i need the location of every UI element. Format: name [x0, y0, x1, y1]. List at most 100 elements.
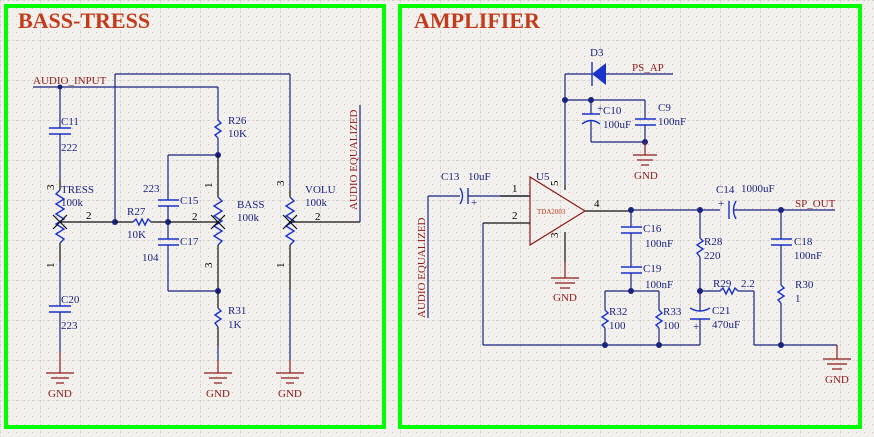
- gnd-symbol: [551, 277, 579, 289]
- gnd-symbol: [204, 372, 232, 384]
- r30-value: 1: [795, 293, 801, 305]
- tress-pin1: 1: [45, 263, 57, 269]
- c21-polarity: +: [693, 321, 699, 333]
- u5-pin1: 1: [512, 183, 518, 195]
- r28-resistor: [695, 237, 705, 258]
- c15-ref: C15: [180, 195, 199, 207]
- c14-ref: C14: [716, 184, 735, 196]
- tress-potentiometer[interactable]: [54, 189, 66, 244]
- r31-value: 1K: [228, 319, 242, 331]
- c13-plate: [459, 187, 464, 205]
- gnd-symbol: [46, 372, 74, 384]
- c11-ref: C11: [61, 116, 79, 128]
- volu-pin2: 2: [315, 211, 321, 223]
- c16-value: 100nF: [645, 238, 673, 250]
- c14-polarity: +: [718, 198, 724, 210]
- junction: [602, 342, 608, 348]
- junction: [778, 342, 784, 348]
- c9-value: 100nF: [658, 116, 686, 128]
- r26-resistor: [213, 119, 223, 139]
- amplifier-circuit: D3 PS_AP + C10 100uF C9 100nF GND AUDIO …: [416, 47, 851, 386]
- net-label-ps-ap[interactable]: PS_AP: [632, 62, 664, 74]
- gnd-label: GND: [278, 388, 302, 400]
- net-label-audio-input[interactable]: AUDIO_INPUT: [33, 75, 107, 87]
- net-label-audio-equalized[interactable]: AUDIO EQUALIZED: [348, 109, 360, 210]
- bass-value: 100k: [237, 212, 260, 224]
- c21-ref: C21: [712, 305, 730, 317]
- c10-polarity: +: [597, 103, 603, 115]
- r32-ref: R32: [609, 306, 627, 318]
- bass-pin3: 3: [203, 262, 215, 268]
- gnd-label: GND: [825, 374, 849, 386]
- c20-ref: C20: [61, 294, 80, 306]
- r26-ref: R26: [228, 115, 247, 127]
- bass-pin1: 1: [203, 183, 215, 189]
- c13-ref: C13: [441, 171, 460, 183]
- u5-part: TDA2003: [537, 208, 566, 216]
- c14-value: 1000uF: [741, 183, 775, 195]
- c18-ref: C18: [794, 236, 813, 248]
- c11-value: 222: [61, 142, 78, 154]
- amplifier-title: AMPLIFIER: [414, 8, 541, 33]
- c17-value: 104: [142, 252, 159, 264]
- c19-ref: C19: [643, 263, 662, 275]
- u5-pin2: 2: [512, 210, 518, 222]
- u5-ref: U5: [536, 171, 550, 183]
- r29-value: 2.2: [741, 278, 755, 290]
- r31-ref: R31: [228, 305, 246, 317]
- c15-value: 223: [143, 183, 160, 195]
- volu-pin1: 1: [275, 263, 287, 269]
- c20-value: 223: [61, 320, 78, 332]
- bass-tress-circuit: AUDIO_INPUT C11 222 3 2 1 TRESS 100k C20: [33, 73, 361, 400]
- volu-value: 100k: [305, 197, 328, 209]
- c16-ref: C16: [643, 223, 662, 235]
- junction: [656, 342, 662, 348]
- c18-value: 100nF: [794, 250, 822, 262]
- bass-potentiometer[interactable]: [212, 196, 224, 246]
- r29-ref: R29: [713, 278, 732, 290]
- r28-ref: R28: [704, 236, 723, 248]
- gnd-label: GND: [634, 170, 658, 182]
- net-label-audio-equalized-amp[interactable]: AUDIO EQUALIZED: [416, 217, 428, 318]
- volu-pin3: 3: [275, 180, 287, 186]
- volu-ref: VOLU: [305, 184, 336, 196]
- d3-diode: [592, 63, 606, 85]
- c13-value: 10uF: [468, 171, 491, 183]
- bass-tress-frame: [4, 4, 386, 429]
- tress-pin2: 2: [86, 210, 92, 222]
- c21-value: 470uF: [712, 319, 740, 331]
- d3-ref: D3: [590, 47, 604, 59]
- net-label-sp-out[interactable]: SP_OUT: [795, 198, 836, 210]
- tress-ref: TRESS: [61, 184, 94, 196]
- r27-value: 10K: [127, 229, 146, 241]
- volu-potentiometer[interactable]: [284, 196, 296, 246]
- r26-value: 10K: [228, 128, 247, 140]
- r33-resistor: [654, 309, 664, 329]
- gnd-symbol: [823, 358, 851, 370]
- r33-value: 100: [663, 320, 680, 332]
- bass-ref: BASS: [237, 199, 265, 211]
- c17-ref: C17: [180, 236, 199, 248]
- u5-amplifier-ic[interactable]: [529, 175, 587, 247]
- c10-value: 100uF: [603, 119, 631, 131]
- gnd-label: GND: [48, 388, 72, 400]
- amplifier-frame: [398, 4, 862, 429]
- r27-resistor: [132, 217, 152, 227]
- tress-pin3: 3: [45, 184, 57, 190]
- r32-value: 100: [609, 320, 626, 332]
- r33-ref: R33: [663, 306, 682, 318]
- bass-tress-title: BASS-TRESS: [18, 8, 150, 33]
- gnd-symbol: [276, 372, 304, 384]
- r29-resistor: [719, 286, 739, 296]
- r30-resistor: [776, 284, 786, 304]
- r30-ref: R30: [795, 279, 814, 291]
- gnd-symbol: [633, 154, 657, 166]
- c10-ref: C10: [603, 105, 622, 117]
- c9-ref: C9: [658, 102, 671, 114]
- r27-ref: R27: [127, 206, 146, 218]
- c13-polarity: +: [471, 197, 477, 209]
- r28-value: 220: [704, 250, 721, 262]
- r31-resistor: [213, 307, 223, 328]
